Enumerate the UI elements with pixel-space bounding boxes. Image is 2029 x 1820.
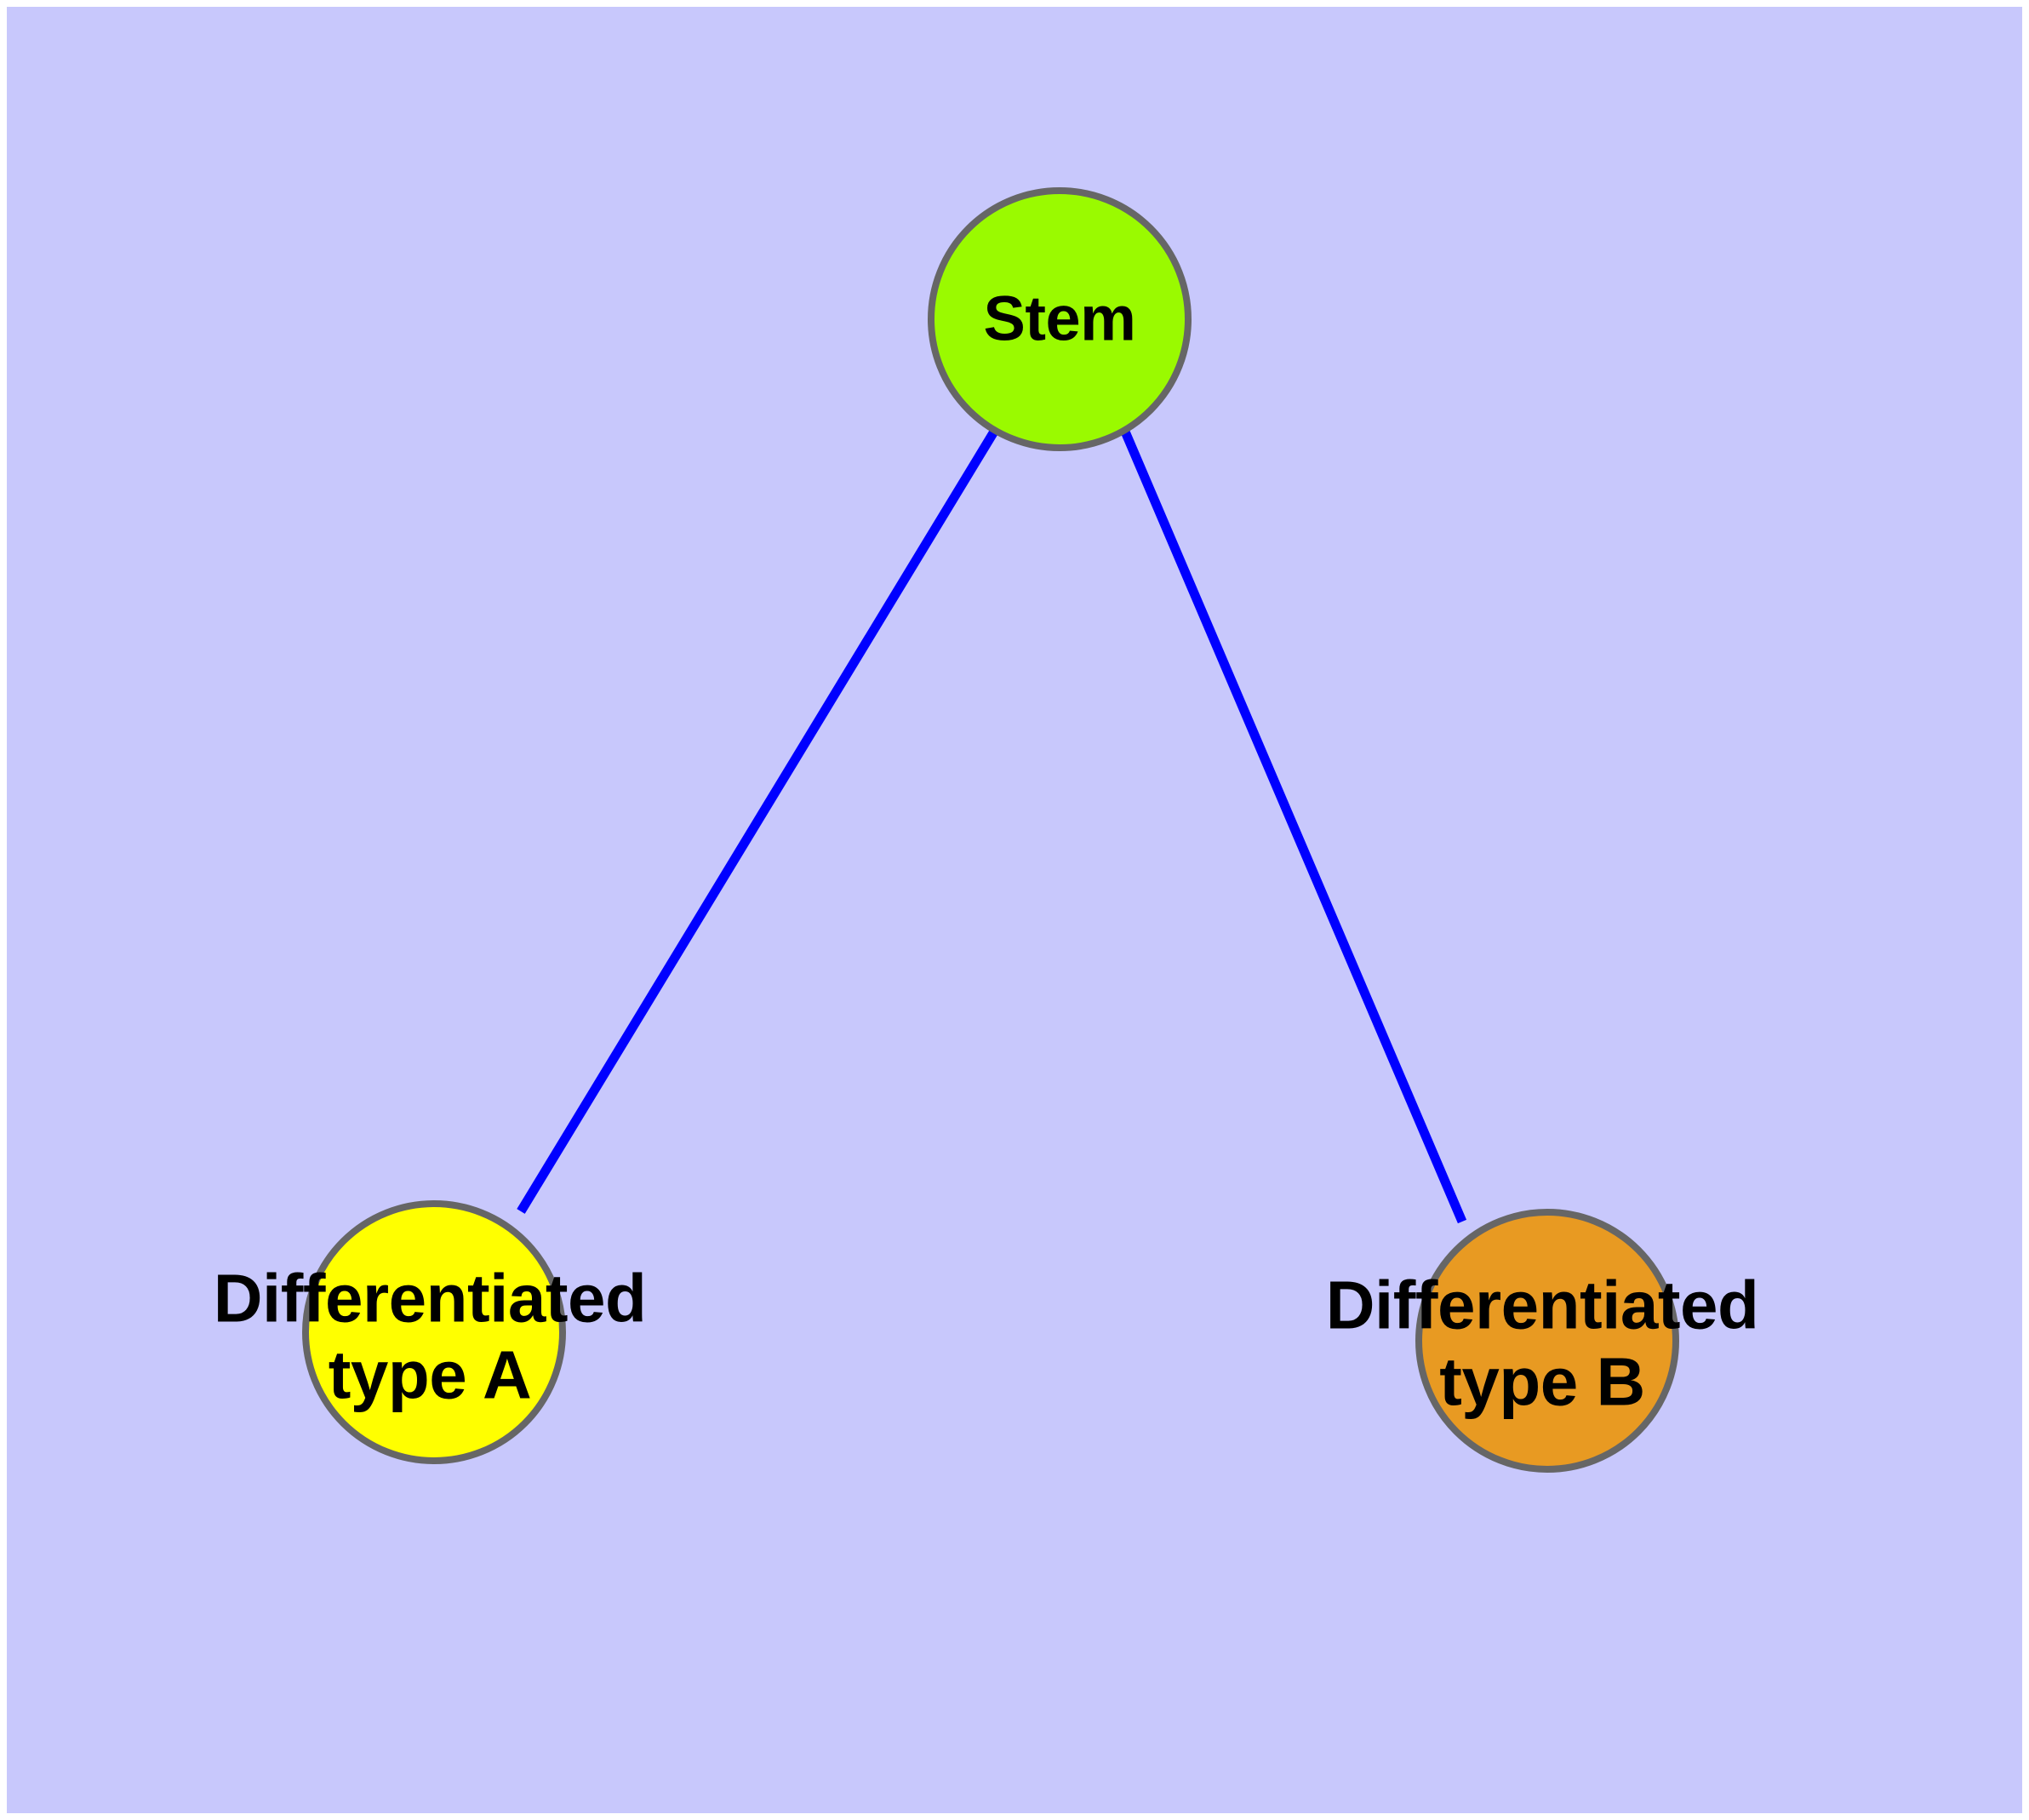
node-label-stem: Stem [983,283,1136,354]
node-label-line-1: Differentiated [213,1260,647,1336]
diagram-background [7,7,2022,1813]
node-label-line-2: type B [1439,1343,1645,1419]
node-label-line-1: Differentiated [1325,1267,1759,1343]
node-label-line-2: type A [328,1336,532,1412]
